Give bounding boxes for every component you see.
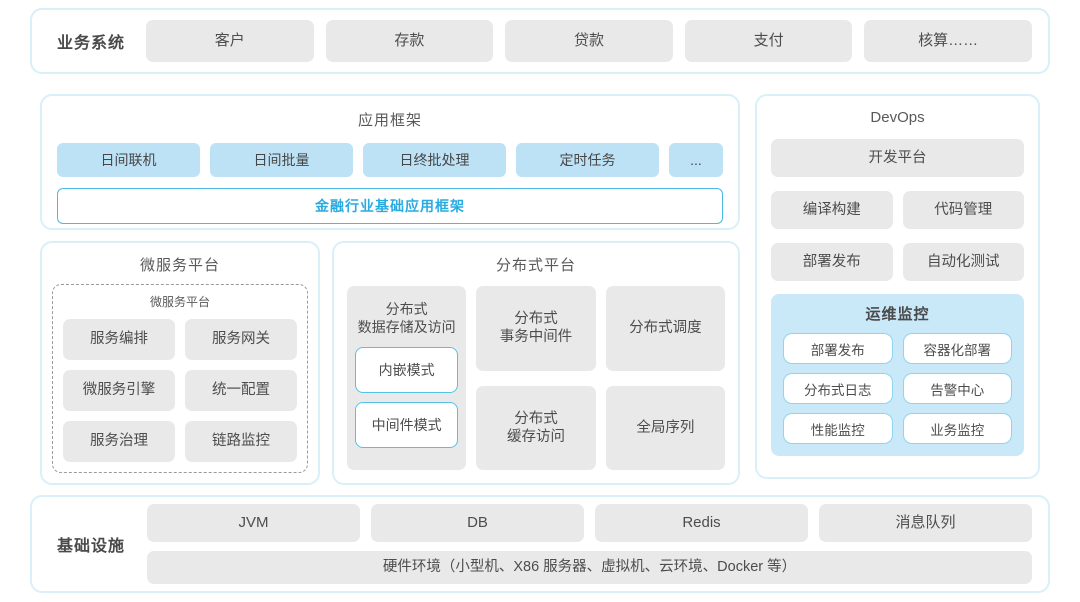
ms-service-gateway: 服务网关 bbox=[185, 319, 297, 360]
monitor-business: 业务监控 bbox=[902, 413, 1012, 444]
middle-section: 应用框架 日间联机 日间批量 日终批处理 定时任务 ... 金融行业基础应用框架… bbox=[40, 94, 1040, 485]
infra-message-queue-box: 消息队列 bbox=[819, 504, 1032, 542]
ms-service-governance: 服务治理 bbox=[63, 421, 175, 462]
microservice-title: 微服务平台 bbox=[139, 257, 220, 274]
chip-daytime-online: 日间联机 bbox=[57, 143, 200, 177]
ops-monitoring-panel: 运维监控 部署发布 容器化部署 分布式日志 告警中心 性能监控 业务监控 bbox=[771, 294, 1024, 456]
business-item-payment: 支付 bbox=[684, 20, 853, 62]
business-systems-panel: 业务系统 客户 存款 贷款 支付 核算…… bbox=[30, 8, 1050, 74]
microservice-inner-title: 微服务平台 bbox=[149, 295, 210, 309]
chip-scheduled-task: 定时任务 bbox=[516, 143, 659, 177]
embedded-mode-box: 内嵌模式 bbox=[355, 347, 459, 394]
distributed-data-storage-box: 分布式 数据存储及访问 内嵌模式 中间件模式 bbox=[347, 286, 467, 470]
middle-left-column: 应用框架 日间联机 日间批量 日终批处理 定时任务 ... 金融行业基础应用框架… bbox=[40, 94, 740, 485]
dev-platform-box: 开发平台 bbox=[771, 139, 1024, 177]
microservice-grid: 服务编排 服务网关 微服务引擎 统一配置 服务治理 链路监控 bbox=[63, 319, 297, 462]
deploy-release-box: 部署发布 bbox=[771, 243, 893, 281]
ops-monitoring-grid: 部署发布 容器化部署 分布式日志 告警中心 性能监控 业务监控 bbox=[783, 333, 1012, 444]
chip-eod-batch: 日终批处理 bbox=[363, 143, 506, 177]
chip-daytime-batch: 日间批量 bbox=[210, 143, 353, 177]
hardware-environment-bar: 硬件环境（小型机、X86 服务器、虚拟机、云环境、Docker 等） bbox=[147, 551, 1032, 584]
financial-base-framework-bar: 金融行业基础应用框架 bbox=[57, 188, 723, 224]
distributed-scheduling: 分布式调度 bbox=[605, 286, 725, 371]
microservice-inner-box: 微服务平台 服务编排 服务网关 微服务引擎 统一配置 服务治理 链路监控 bbox=[52, 284, 308, 473]
microservice-panel: 微服务平台 微服务平台 服务编排 服务网关 微服务引擎 统一配置 服务治理 链路… bbox=[40, 241, 320, 485]
infra-jvm-box: JVM bbox=[147, 504, 360, 542]
business-systems-label: 业务系统 bbox=[56, 35, 125, 52]
distributed-cache-access: 分布式 缓存访问 bbox=[476, 385, 596, 470]
infrastructure-content: JVM DB Redis 消息队列 硬件环境（小型机、X86 服务器、虚拟机、云… bbox=[147, 504, 1032, 584]
business-item-accounting: 核算…… bbox=[864, 20, 1032, 62]
monitor-deploy-release: 部署发布 bbox=[783, 333, 893, 364]
infrastructure-row: JVM DB Redis 消息队列 bbox=[147, 504, 1032, 542]
global-sequence: 全局序列 bbox=[605, 385, 725, 470]
monitor-alert-center: 告警中心 bbox=[902, 373, 1012, 404]
automated-testing-box: 自动化测试 bbox=[902, 243, 1024, 281]
business-item-loan: 贷款 bbox=[505, 20, 673, 62]
ops-monitoring-title: 运维监控 bbox=[865, 306, 930, 323]
devops-grid: 编译构建 代码管理 部署发布 自动化测试 bbox=[771, 191, 1024, 281]
ms-unified-config: 统一配置 bbox=[185, 370, 297, 411]
monitor-container-deploy: 容器化部署 bbox=[902, 333, 1012, 364]
ms-microservice-engine: 微服务引擎 bbox=[63, 370, 175, 411]
chip-more: ... bbox=[669, 143, 723, 177]
middle-left-bottom-row: 微服务平台 微服务平台 服务编排 服务网关 微服务引擎 统一配置 服务治理 链路… bbox=[40, 241, 740, 485]
business-item-customer: 客户 bbox=[146, 20, 314, 62]
distributed-grid: 分布式 数据存储及访问 内嵌模式 中间件模式 分布式 事务中间件 分布式调度 分… bbox=[347, 286, 725, 470]
ms-service-orchestration: 服务编排 bbox=[63, 319, 175, 360]
infrastructure-panel: 基础设施 JVM DB Redis 消息队列 硬件环境（小型机、X86 服务器、… bbox=[30, 495, 1050, 593]
ms-trace-monitoring: 链路监控 bbox=[185, 421, 297, 462]
distributed-title: 分布式平台 bbox=[495, 257, 576, 274]
infra-db-box: DB bbox=[371, 504, 584, 542]
distributed-transaction-middleware: 分布式 事务中间件 bbox=[476, 286, 596, 371]
app-framework-chip-row: 日间联机 日间批量 日终批处理 定时任务 ... bbox=[57, 143, 723, 177]
middleware-mode-box: 中间件模式 bbox=[355, 402, 459, 449]
business-item-deposit: 存款 bbox=[325, 20, 494, 62]
code-management-box: 代码管理 bbox=[902, 191, 1024, 229]
monitor-performance: 性能监控 bbox=[783, 413, 893, 444]
distributed-panel: 分布式平台 分布式 数据存储及访问 内嵌模式 中间件模式 分布式 事务中间件 分… bbox=[332, 241, 740, 485]
app-framework-title: 应用框架 bbox=[357, 112, 422, 129]
infra-redis-box: Redis bbox=[595, 504, 808, 542]
distributed-data-storage-label: 分布式 数据存储及访问 bbox=[357, 301, 456, 336]
compile-build-box: 编译构建 bbox=[771, 191, 893, 229]
app-framework-panel: 应用框架 日间联机 日间批量 日终批处理 定时任务 ... 金融行业基础应用框架 bbox=[40, 94, 740, 230]
infrastructure-label: 基础设施 bbox=[56, 538, 125, 555]
devops-panel: DevOps 开发平台 编译构建 代码管理 部署发布 自动化测试 运维监控 部署… bbox=[755, 94, 1040, 479]
monitor-distributed-log: 分布式日志 bbox=[783, 373, 893, 404]
devops-title: DevOps bbox=[870, 109, 925, 126]
